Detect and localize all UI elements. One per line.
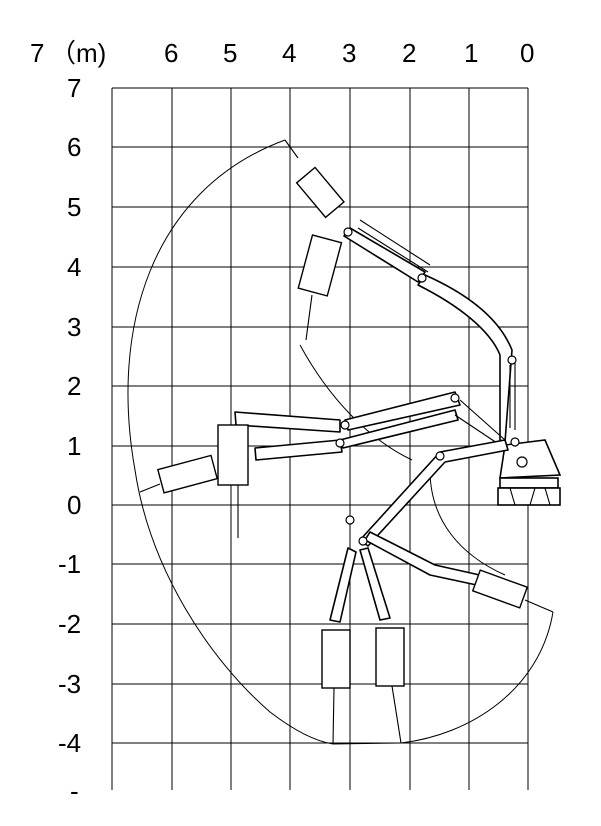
breaker-tool-extended [284, 139, 299, 159]
y-tick-label: 1 [67, 431, 81, 461]
x-tick-label: 1 [464, 38, 478, 68]
y-tick-label: 6 [67, 132, 81, 162]
breaker-hammer [217, 424, 249, 486]
y-tick-label: -3 [58, 669, 81, 699]
breaker-tool-horizontal [139, 483, 161, 493]
boom-pin [507, 355, 517, 365]
x-axis-labels: 7 （m) 6 5 4 3 2 1 0 [30, 38, 534, 68]
x-tick-label: 4 [282, 38, 296, 68]
breaker-tool [332, 687, 335, 745]
boom-pin [345, 515, 355, 525]
boom-foot-pin [510, 437, 520, 447]
stick-cylinder [357, 219, 431, 273]
y-tick-label: 2 [67, 371, 81, 401]
boom-pin [358, 536, 368, 546]
turret-housing [499, 439, 562, 479]
boom-posture-horizontal [139, 391, 506, 538]
link-rod [454, 399, 506, 446]
breaker-hammer [321, 629, 351, 689]
x-tick-label: 0 [520, 38, 534, 68]
base-rib [529, 487, 536, 506]
reach-envelope [127, 139, 554, 745]
base-rib [509, 487, 516, 506]
inner-reach-arc [429, 469, 506, 576]
mounting-base [499, 477, 559, 489]
breaker-hammer-extended [295, 166, 345, 219]
hydraulic-cylinder [509, 360, 516, 430]
stick-arm-down [329, 547, 357, 623]
breaker-tool [305, 294, 313, 341]
boom-pin [343, 227, 353, 237]
turret-pivot-pin [516, 456, 528, 468]
boom-pin [435, 451, 445, 461]
boom-pin [335, 438, 345, 448]
y-tick-label: -1 [58, 549, 81, 579]
y-tick-label: 3 [67, 312, 81, 342]
x-tick-label: 2 [402, 38, 416, 68]
y-tick-label: 0 [67, 490, 81, 520]
boom-extension [234, 411, 341, 433]
x-tick-label: 3 [342, 38, 356, 68]
inner-reach-envelope [299, 344, 413, 461]
machine-base [497, 437, 562, 506]
y-tick-label: 7 [67, 73, 81, 103]
x-axis-unit-label: （m) [50, 38, 106, 68]
boom-posture-high [284, 139, 517, 443]
boom-extension-lower [254, 439, 343, 461]
main-boom [417, 274, 513, 443]
breaker-hammer-horizontal [156, 454, 219, 494]
y-tick-label: -4 [58, 728, 81, 758]
boom-pin [340, 420, 350, 430]
boom-pin [450, 393, 460, 403]
boom-pin [417, 273, 427, 283]
main-boom [359, 439, 509, 547]
breaker-hammer-forward [471, 569, 529, 609]
breaker-tool-forward [524, 599, 554, 613]
outer-reach-envelope [127, 139, 554, 745]
y-axis-labels: 7 6 5 4 3 2 1 0 -1 -2 -3 -4 - [58, 73, 81, 806]
x-tick-label: 7 [30, 38, 44, 68]
y-tick-label: -2 [58, 609, 81, 639]
x-tick-label: 5 [223, 38, 237, 68]
stick-arm-down-right [359, 547, 391, 621]
x-tick-label: 6 [164, 38, 178, 68]
y-tick-label: 5 [67, 192, 81, 222]
mounting-plate [497, 487, 561, 506]
breaker-hammer [297, 234, 343, 297]
base-rib [544, 487, 551, 506]
breaker-tool [391, 685, 402, 744]
y-tick-label: 4 [67, 252, 81, 282]
breaker-hammer [375, 627, 405, 687]
y-tick-label: - [70, 776, 79, 806]
boom-posture-low [321, 439, 554, 745]
